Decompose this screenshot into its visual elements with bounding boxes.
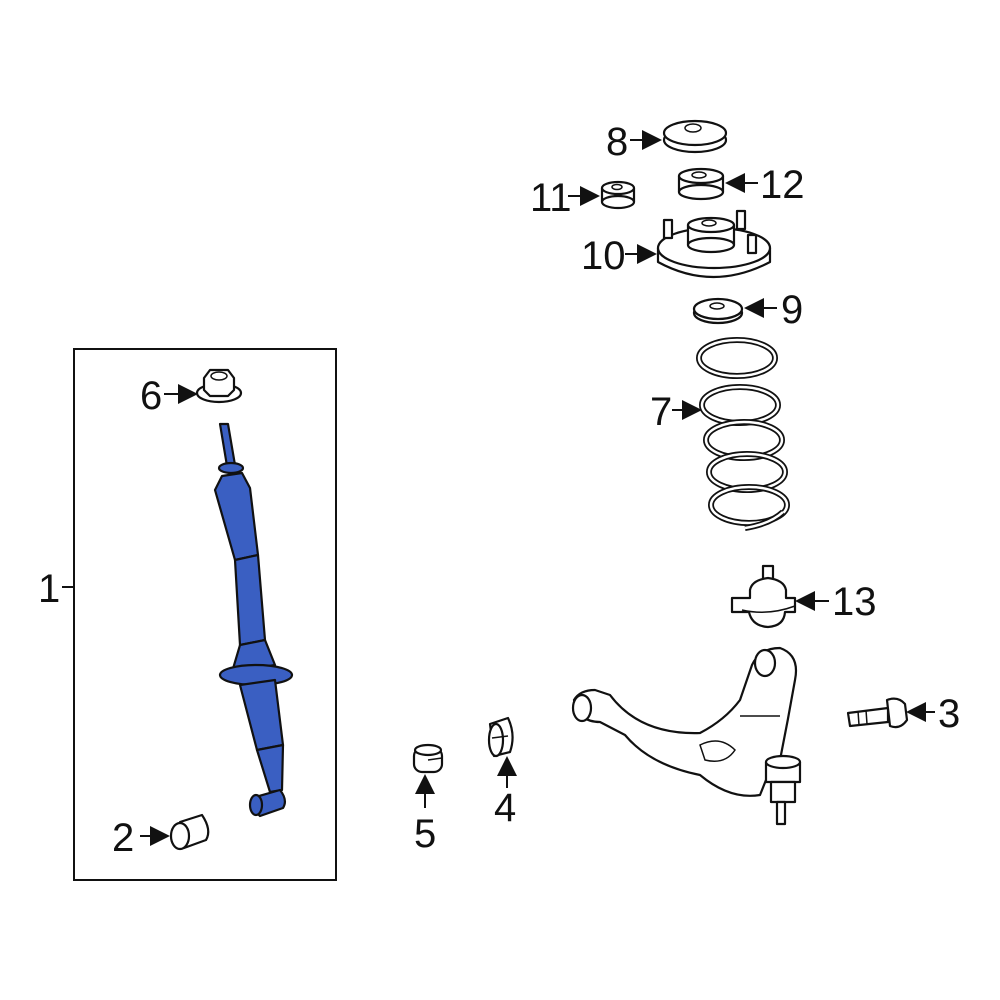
group-box: [73, 348, 337, 881]
callout-label-10: 10: [581, 234, 626, 278]
flange-nut-icon[interactable]: [195, 368, 243, 404]
callout-label-7: 7: [650, 390, 673, 434]
bushing-12-icon[interactable]: [677, 167, 725, 201]
bushing-11-icon[interactable]: [600, 180, 636, 210]
bushing-2-icon[interactable]: [169, 813, 210, 851]
coil-spring-icon[interactable]: [696, 337, 790, 531]
spring-seat-washer-icon[interactable]: [692, 297, 744, 325]
shock-absorber-icon[interactable]: [213, 422, 294, 818]
callout-label-4: 4: [494, 786, 517, 830]
upper-insulator-icon[interactable]: [662, 119, 728, 154]
strut-mount-icon[interactable]: [656, 209, 772, 279]
bushing-4-icon[interactable]: [487, 716, 514, 758]
bushing-5-icon[interactable]: [412, 743, 444, 774]
ball-joint-icon[interactable]: [730, 564, 797, 629]
callout-label-12: 12: [760, 163, 805, 207]
lower-control-arm-icon[interactable]: [571, 646, 802, 826]
callout-label-6: 6: [140, 374, 163, 418]
callout-label-3: 3: [938, 692, 961, 736]
callout-label-8: 8: [606, 120, 629, 164]
callout-label-9: 9: [781, 288, 804, 332]
callout-label-13: 13: [832, 580, 877, 624]
callout-label-1: 1: [38, 567, 61, 611]
callout-label-11: 11: [530, 176, 572, 220]
callout-label-2: 2: [112, 816, 135, 860]
callout-label-5: 5: [414, 812, 437, 856]
bolt-icon[interactable]: [846, 697, 909, 729]
